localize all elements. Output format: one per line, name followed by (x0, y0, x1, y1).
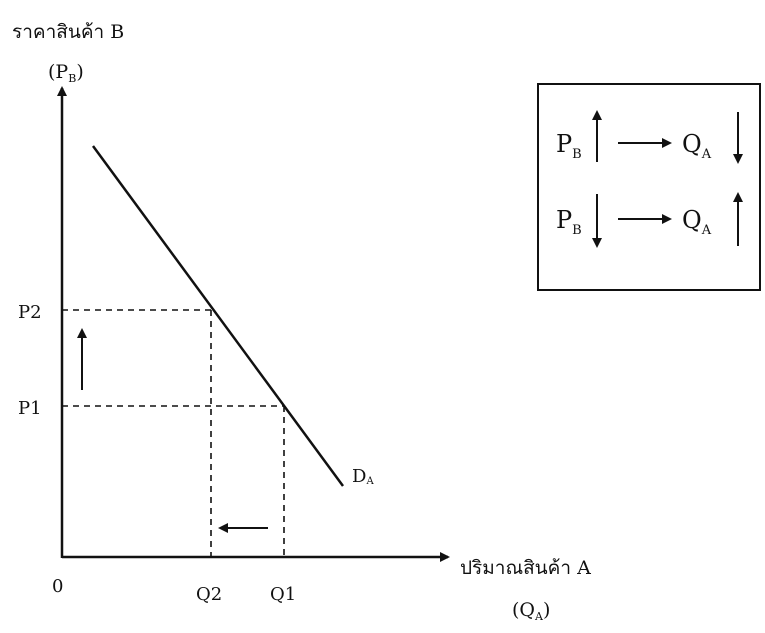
legend-row-1-left: PB (556, 130, 582, 162)
legend-row-2: PB QA (556, 192, 743, 248)
legend-row-1-right: QA (682, 130, 712, 162)
y-axis-symbol-sub: B (68, 72, 76, 85)
legend-row-2-right: QA (682, 206, 712, 238)
price-label-p2: P2 (18, 302, 42, 323)
demand-curve-label: DA (352, 466, 374, 487)
x-axis-symbol: (QA) (512, 599, 550, 623)
demand-curve-symbol: D (352, 466, 366, 487)
x-axis-title: ปริมาณสินค้า A (460, 557, 591, 579)
y-axis-symbol-main: P (55, 61, 68, 83)
demand-curve-line (91, 145, 345, 487)
y-axis-title: ราคาสินค้า B (12, 21, 124, 43)
legend-row-2-left: PB (556, 206, 582, 238)
legend-box (537, 83, 761, 291)
quantity-label-q2: Q2 (196, 584, 222, 605)
quantity-label-q1: Q1 (270, 584, 296, 605)
x-axis-symbol-main: Q (519, 599, 535, 621)
legend-row-1: PB QA (556, 110, 743, 164)
x-axis-symbol-sub: A (534, 610, 544, 623)
y-axis-symbol: (PB) (48, 61, 84, 85)
demand-curve-sub: A (365, 476, 374, 487)
price-label-p1: P1 (18, 398, 42, 419)
origin-label: 0 (52, 576, 63, 597)
